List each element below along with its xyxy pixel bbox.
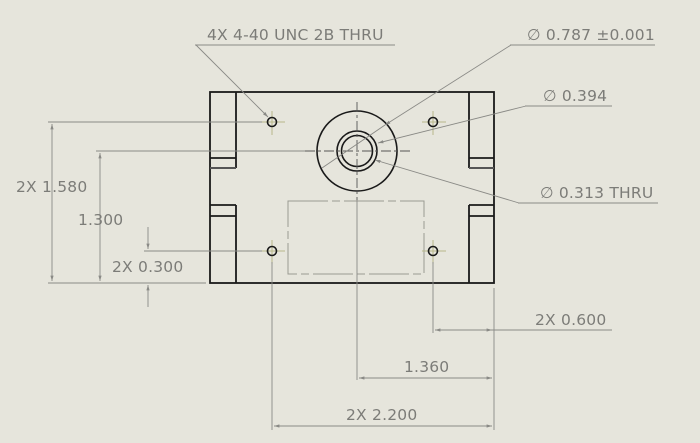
tapped-holes (261, 111, 446, 264)
callout-through-hole: ∅ 0.313 THRU (540, 184, 654, 202)
dimension-lines (48, 44, 658, 430)
part-outline (209, 91, 495, 284)
dim-height-outer: 2X 1.580 (16, 178, 88, 196)
dim-hole-offset-horizontal: 2X 0.600 (535, 311, 607, 329)
dim-height-center: 1.300 (78, 211, 124, 229)
dim-width-overall: 2X 2.200 (346, 406, 418, 424)
callout-counterbore-outer: ∅ 0.787 ±0.001 (527, 26, 655, 44)
dim-hole-offset-vertical: 2X 0.300 (112, 258, 184, 276)
hidden-pocket (287, 200, 425, 275)
callout-counterbore-inner: ∅ 0.394 (543, 87, 608, 105)
callout-tapped-holes: 4X 4-40 UNC 2B THRU (207, 26, 384, 44)
dim-center-horizontal: 1.360 (404, 358, 450, 376)
center-lines (305, 102, 410, 200)
